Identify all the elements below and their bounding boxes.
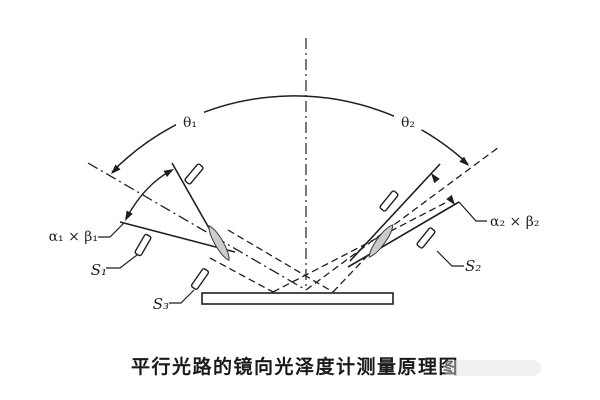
s2-aperture-stop: [416, 227, 436, 249]
left-lower-ray: [119, 221, 236, 253]
alpha-beta-left-leader: [98, 222, 125, 238]
alpha-beta-right-leader: [458, 201, 487, 222]
theta1-label: θ₁: [183, 115, 197, 131]
watermark: [443, 360, 541, 376]
s2-label: S₂: [465, 257, 481, 275]
aperture-angle-left-label: α₁ × β₁: [49, 229, 98, 245]
caption: 平行光路的镜向光泽度计测量原理图: [131, 355, 459, 378]
theta2-label: θ₂: [401, 115, 415, 131]
left-beam-edge-2: [227, 229, 334, 293]
left-beam-edge-1: [209, 257, 274, 293]
right-lens: [368, 224, 394, 258]
s1-label: S₁: [91, 261, 107, 279]
s3-aperture-stop: [190, 268, 210, 290]
s3-label: S₃: [153, 295, 169, 313]
alpha-right-upper-arrowhead: [431, 173, 440, 184]
alpha-right-lower-arrowhead: [446, 194, 455, 205]
alpha-left-upper-arrowhead: [163, 169, 174, 177]
theta2-label-bg: [394, 108, 422, 130]
s2-leader: [436, 250, 464, 267]
theta-angle-arc: [111, 95, 469, 173]
right-beam-edge-1: [332, 251, 372, 293]
theta2-arrowhead: [459, 156, 469, 166]
sample-surface: [201, 292, 394, 305]
left-upper-aperture-stop: [184, 163, 204, 185]
alpha-beta-left-arc: [125, 169, 173, 220]
right-lower-ray: [347, 201, 460, 268]
alpha-left-lower-arrowhead: [125, 210, 133, 221]
aperture-angle-right-label: α₂ × β₂: [490, 214, 539, 230]
left-lens: [208, 224, 230, 262]
right-upper-ray: [349, 163, 441, 262]
incident-axis-line: [87, 162, 307, 291]
theta1-label-bg: [176, 108, 204, 130]
s1-leader: [106, 254, 138, 269]
theta1-arrowhead: [111, 164, 121, 174]
reflected-axis-line: [305, 146, 500, 291]
s3-leader: [169, 289, 195, 304]
right-upper-aperture-stop: [379, 190, 399, 212]
s1-aperture-stop: [134, 233, 152, 257]
